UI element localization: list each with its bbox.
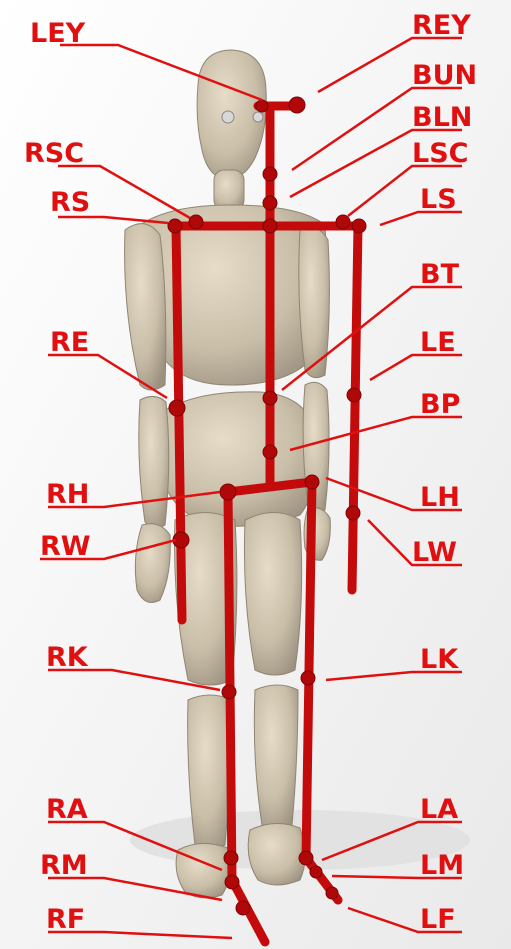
mannequin-right-shin xyxy=(188,695,232,849)
joint-right-shoulder-clavicle xyxy=(189,215,203,229)
label-bln: BLN xyxy=(412,102,472,133)
joint-left-ankle xyxy=(299,851,313,865)
joint-left-eye xyxy=(289,97,305,113)
mannequin-left-foot xyxy=(248,823,305,885)
joint-left-elbow xyxy=(347,388,361,402)
joint-right-ankle xyxy=(224,851,238,865)
joint-right-elbow xyxy=(169,400,185,416)
label-lh: LH xyxy=(420,482,460,513)
joint-left-shoulder xyxy=(352,219,366,233)
label-ls: LS xyxy=(420,184,457,215)
label-ley: LEY xyxy=(30,18,86,49)
label-rh: RH xyxy=(46,479,89,510)
joint-pelvis xyxy=(263,445,277,459)
joint-upper-neck xyxy=(263,167,277,181)
label-le: LE xyxy=(420,327,456,358)
mannequin-eye-right xyxy=(222,111,234,123)
label-bp: BP xyxy=(420,389,460,420)
joint-right-shoulder xyxy=(168,219,182,233)
joint-left-foot-mid xyxy=(310,866,322,878)
mannequin-right-foot xyxy=(176,843,230,897)
joint-right-foot-tip xyxy=(236,901,250,915)
joint-right-eye xyxy=(256,100,268,112)
joint-right-knee xyxy=(222,685,236,699)
label-bt: BT xyxy=(420,259,460,290)
label-la: LA xyxy=(420,794,458,825)
label-lf: LF xyxy=(420,904,456,935)
joint-torso-top xyxy=(263,219,277,233)
joint-left-hip xyxy=(305,475,319,489)
label-lk: LK xyxy=(420,644,459,675)
label-rm: RM xyxy=(40,850,88,881)
label-rw: RW xyxy=(40,531,91,562)
joint-right-foot-mid xyxy=(225,875,239,889)
label-lm: LM xyxy=(420,850,464,881)
joint-left-wrist xyxy=(346,506,360,520)
joint-lower-neck xyxy=(263,196,277,210)
label-lsc: LSC xyxy=(412,138,468,169)
label-re: RE xyxy=(50,327,89,358)
joint-left-foot-tip xyxy=(326,887,338,899)
mannequin-left-thigh xyxy=(244,513,301,676)
label-rf: RF xyxy=(46,904,85,935)
label-rs: RS xyxy=(50,187,90,218)
mannequin-right-forearm xyxy=(139,396,169,527)
mannequin-eye-left xyxy=(253,112,263,122)
joint-thorax xyxy=(263,391,277,405)
joint-right-hip xyxy=(220,484,236,500)
joint-left-knee xyxy=(301,671,315,685)
mannequin-torso xyxy=(140,205,326,385)
label-ra: RA xyxy=(46,794,88,825)
mannequin-neck xyxy=(214,170,244,210)
label-lw: LW xyxy=(412,537,457,568)
label-rsc: RSC xyxy=(24,138,84,169)
label-rk: RK xyxy=(46,642,89,673)
bone-left-arm xyxy=(352,226,358,590)
label-bun: BUN xyxy=(412,60,477,91)
bone-right-arm xyxy=(176,226,182,620)
mannequin-left-shin xyxy=(254,685,298,829)
label-rey: REY xyxy=(412,10,471,41)
joint-left-shoulder-clavicle xyxy=(336,215,350,229)
bone-left-leg xyxy=(306,482,312,858)
